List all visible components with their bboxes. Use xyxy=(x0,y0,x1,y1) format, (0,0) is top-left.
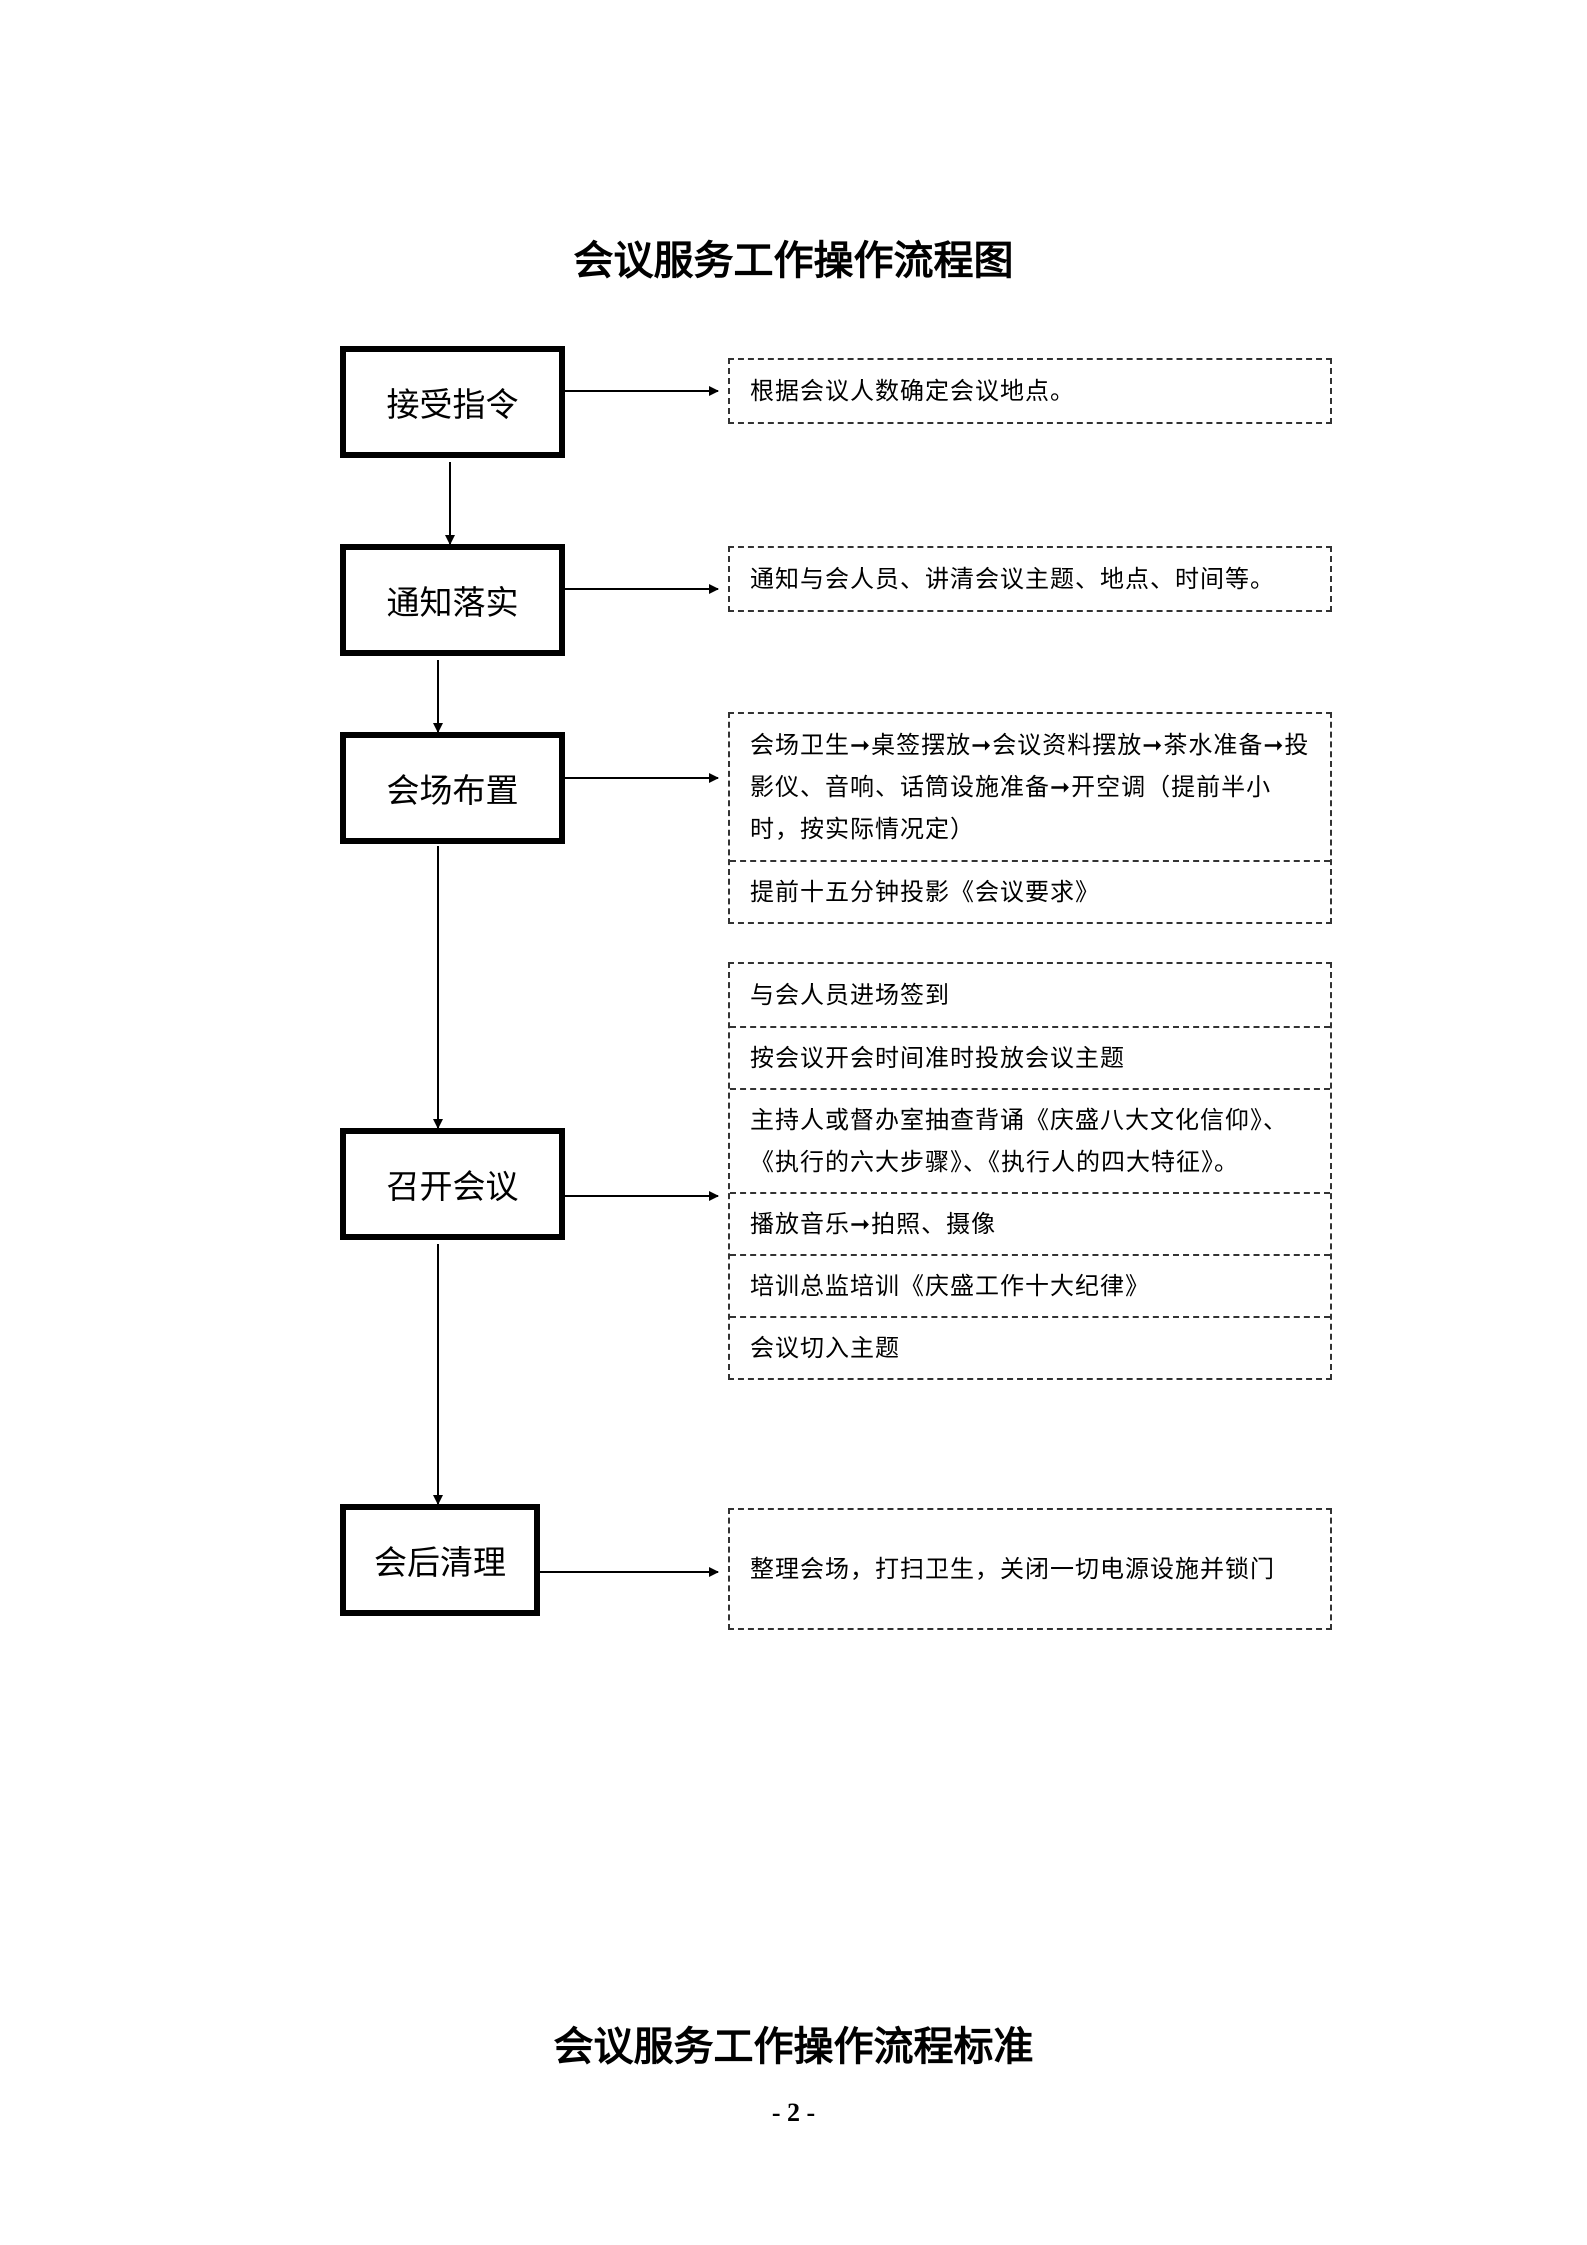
step-box-post-meeting-cleanup: 会后清理 xyxy=(340,1504,540,1616)
step-box-venue-setup: 会场布置 xyxy=(340,732,565,844)
step-label: 会后清理 xyxy=(374,1543,506,1582)
detail-item: 提前十五分钟投影《会议要求》 xyxy=(730,860,1330,922)
step-label: 通知落实 xyxy=(386,583,519,622)
detail-box-hold-meeting: 与会人员进场签到 按会议开会时间准时投放会议主题 主持人或督办室抽查背诵《庆盛八… xyxy=(728,962,1332,1380)
section-title: 会议服务工作操作流程标准 xyxy=(553,2024,1034,2070)
detail-box-notify: 通知与会人员、讲清会议主题、地点、时间等。 xyxy=(728,546,1332,612)
step-label: 召开会议 xyxy=(386,1167,519,1206)
detail-item: 会场卫生➞桌签摆放➞会议资料摆放➞茶水准备➞投影仪、音响、话筒设施准备➞开空调（… xyxy=(750,731,1310,843)
detail-item: 播放音乐➞拍照、摄像 xyxy=(730,1192,1330,1254)
detail-item: 主持人或督办室抽查背诵《庆盛八大文化信仰》、《执行的六大步骤》、《执行人的四大特… xyxy=(730,1088,1330,1192)
step-label: 接受指令 xyxy=(386,385,519,424)
step-label: 会场布置 xyxy=(386,771,519,810)
step-box-receive-instructions: 接受指令 xyxy=(340,346,565,458)
step-box-notify: 通知落实 xyxy=(340,544,565,656)
page-title: 会议服务工作操作流程图 xyxy=(573,238,1014,284)
detail-box-venue-setup: 会场卫生➞桌签摆放➞会议资料摆放➞茶水准备➞投影仪、音响、话筒设施准备➞开空调（… xyxy=(728,712,1332,924)
detail-item: 会议切入主题 xyxy=(730,1316,1330,1378)
detail-item: 按会议开会时间准时投放会议主题 xyxy=(730,1026,1330,1088)
page-number: - 2 - xyxy=(771,2098,816,2127)
detail-box-receive-instructions: 根据会议人数确定会议地点。 xyxy=(728,358,1332,424)
detail-item: 根据会议人数确定会议地点。 xyxy=(750,377,1075,405)
detail-item: 通知与会人员、讲清会议主题、地点、时间等。 xyxy=(750,565,1275,593)
detail-item: 培训总监培训《庆盛工作十大纪律》 xyxy=(730,1254,1330,1316)
detail-box-post-meeting-cleanup: 整理会场，打扫卫生，关闭一切电源设施并锁门 xyxy=(728,1508,1332,1630)
step-box-hold-meeting: 召开会议 xyxy=(340,1128,565,1240)
detail-item: 与会人员进场签到 xyxy=(750,981,950,1009)
detail-item: 整理会场，打扫卫生，关闭一切电源设施并锁门 xyxy=(750,1555,1275,1583)
